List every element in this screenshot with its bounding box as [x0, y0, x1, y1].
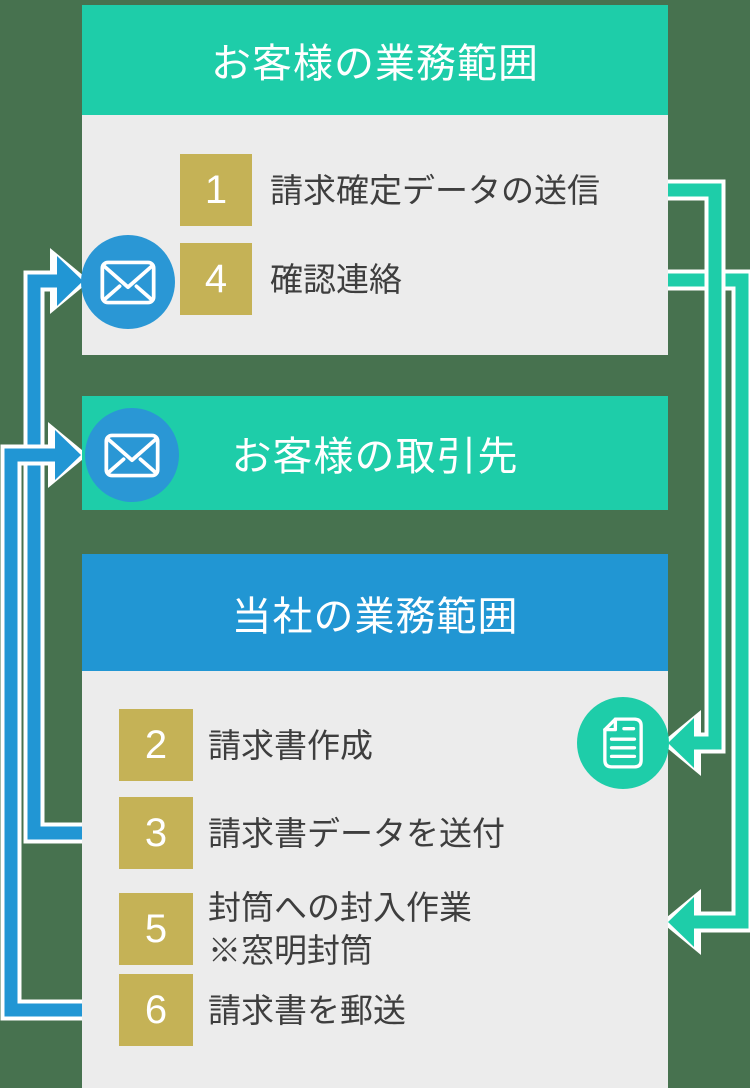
company-section-title: 当社の業務範囲	[231, 594, 519, 639]
step-label: 請求書を郵送	[208, 991, 406, 1029]
arrow-step3-to-confirmation	[27, 274, 82, 840]
partner-banner: お客様の取引先	[82, 396, 668, 510]
company-section-header: 当社の業務範囲	[82, 554, 668, 671]
step-number-badge: 3	[119, 797, 193, 869]
step-label-multiline: 封筒への封入作業 ※窓明封筒	[208, 886, 472, 972]
step-number-badge: 4	[180, 243, 252, 315]
step-label: 確認連絡	[270, 260, 402, 298]
step-number-badge: 5	[119, 893, 193, 965]
customer-section-body	[82, 115, 668, 355]
step-number-badge: 6	[119, 974, 193, 1046]
step-row-3: 3 請求書データを送付	[119, 797, 505, 869]
step-row-2: 2 請求書作成	[119, 709, 373, 781]
confirmation-mail-circle	[81, 235, 175, 329]
step-number-badge: 2	[119, 709, 193, 781]
partner-banner-title: お客様の取引先	[231, 435, 519, 479]
step-row-1: 1 請求確定データの送信	[180, 154, 600, 226]
step-label: 請求確定データの送信	[270, 171, 600, 209]
step-row-6: 6 請求書を郵送	[119, 974, 406, 1046]
arrow-step1-to-invoice	[668, 183, 722, 750]
step-row-5: 5 封筒への封入作業 ※窓明封筒	[119, 886, 472, 972]
step-number-badge: 1	[180, 154, 252, 226]
invoice-document-circle	[577, 697, 669, 789]
mail-icon	[104, 433, 160, 477]
step-label: 請求書作成	[208, 726, 373, 764]
document-icon	[603, 717, 643, 769]
arrow-step6-to-partner	[4, 448, 82, 1017]
customer-section-header: お客様の業務範囲	[82, 5, 668, 115]
arrowhead-step6	[55, 430, 81, 480]
mail-icon	[100, 260, 156, 304]
arrowhead-step3	[57, 256, 83, 306]
arrow-step6-to-partner-outline	[0, 444, 82, 1021]
step-note: ※窓明封筒	[208, 932, 373, 969]
arrowhead-step5	[668, 897, 694, 947]
step-row-4: 4 確認連絡	[180, 243, 402, 315]
step-label: 封筒への封入作業	[208, 889, 472, 926]
arrowhead-invoice	[668, 718, 694, 768]
arrow-step3-to-confirmation-outline	[23, 270, 82, 844]
customer-section-title: お客様の業務範囲	[211, 42, 539, 86]
step-label: 請求書データを送付	[208, 814, 505, 852]
partner-mail-circle	[85, 408, 179, 502]
